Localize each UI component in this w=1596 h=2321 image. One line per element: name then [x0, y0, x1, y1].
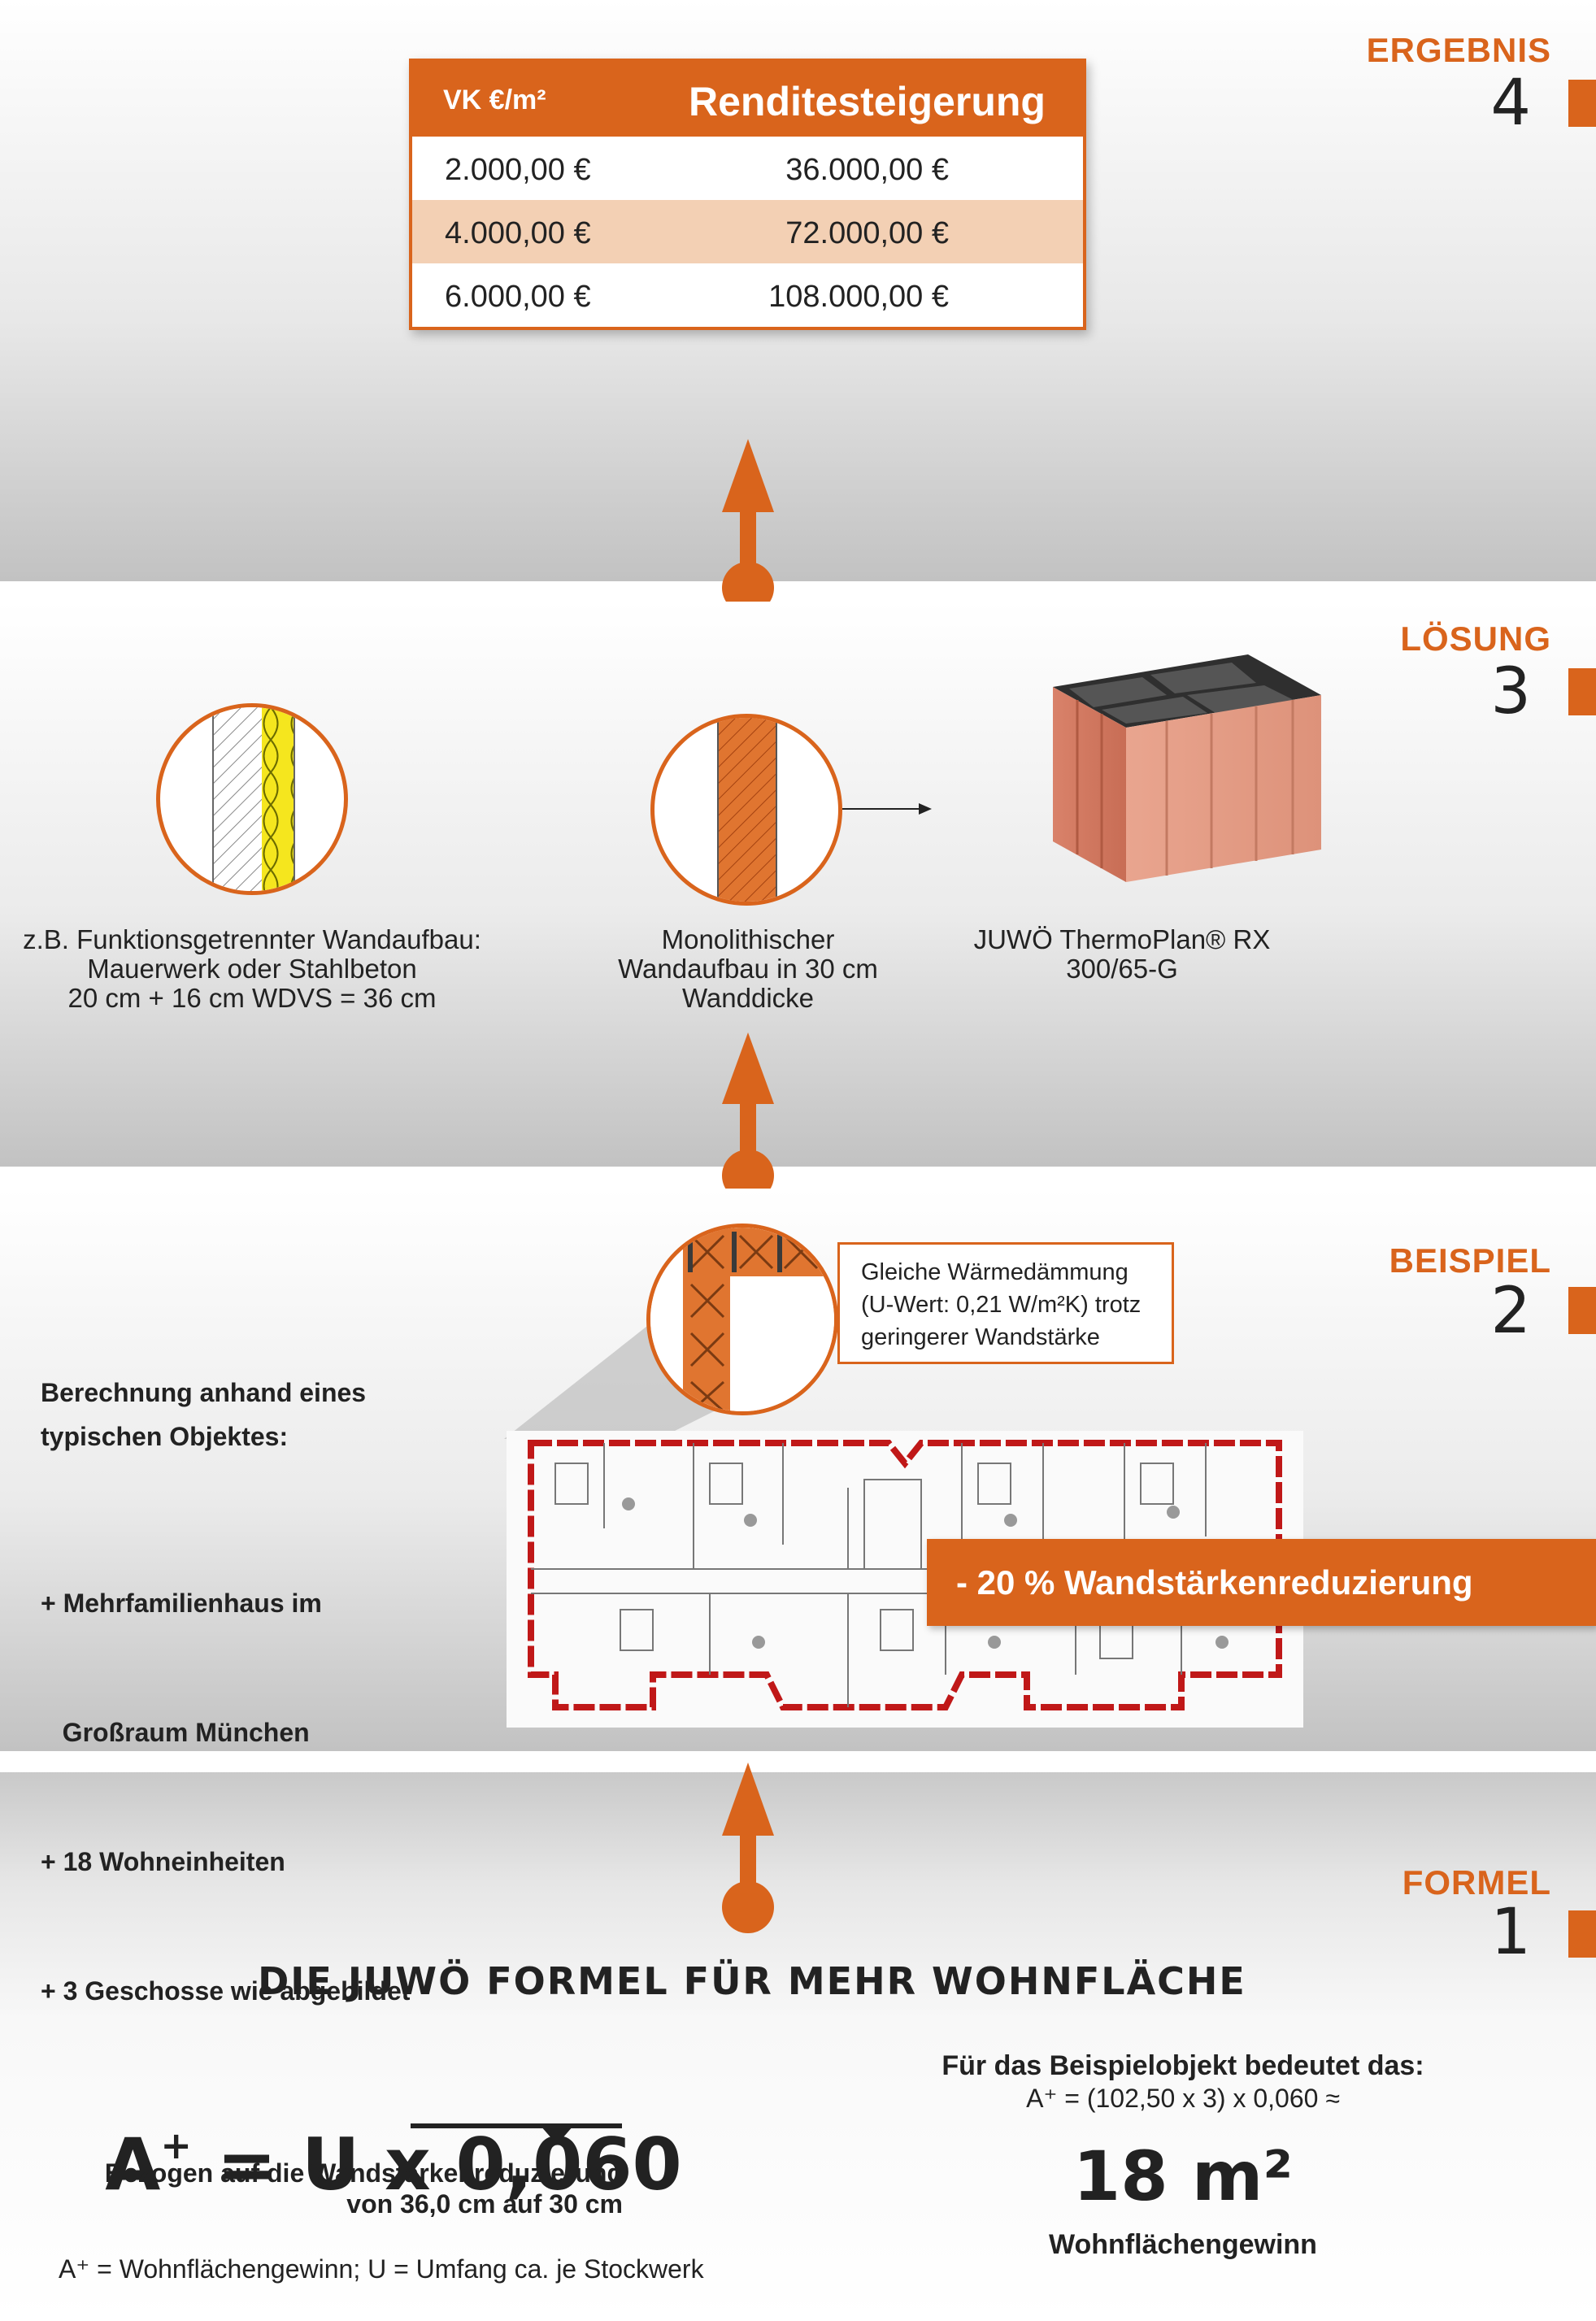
factor-pointer-icon	[411, 2123, 622, 2145]
caption-composite-wall: z.B. Funktionsgetrennter Wandaufbau: Mau…	[23, 924, 481, 1013]
formula-area-symbol: A	[105, 2123, 161, 2206]
result-table-header: VK €/m² Renditesteigerung	[412, 62, 1083, 137]
example-intro-text: Für das Beispielobjekt bedeutet das:	[942, 2050, 1424, 2081]
step-number-3: 3	[1490, 655, 1531, 728]
formula-heading: DIE JUWÖ FORMEL FÜR MEHR WOHNFLÄCHE	[258, 1959, 1246, 2003]
step-marker-3	[1568, 668, 1596, 715]
wall-section-composite-icon	[156, 703, 348, 895]
step-marker-4	[1568, 80, 1596, 127]
step-number-4: 4	[1490, 67, 1531, 140]
formula-equals: = U x	[191, 2123, 456, 2206]
example-calc: A⁺ = (102,50 x 3) x 0,060 ≈	[1026, 2084, 1340, 2113]
cell-vk: 4.000,00 €	[445, 216, 591, 250]
table-row: 2.000,00 € 36.000,00 €	[412, 137, 1083, 200]
step-label-loesung: LÖSUNG	[1400, 619, 1551, 658]
step-marker-2	[1568, 1287, 1596, 1334]
step-marker-1	[1568, 1910, 1596, 1958]
formula-legend: A⁺ = Wohnflächengewinn; U = Umfang ca. j…	[59, 2254, 704, 2284]
cell-rendite: 36.000,00 €	[785, 153, 949, 187]
example-bullets: + Mehrfamilienhaus im Großraum München +…	[41, 1589, 411, 2006]
cell-rendite: 72.000,00 €	[785, 216, 949, 250]
caption-product: JUWÖ ThermoPlan® RX 300/65-G	[973, 924, 1271, 984]
arrow-right-icon	[842, 803, 932, 815]
reduction-banner: - 20 % Wandstärkenreduzierung	[927, 1539, 1596, 1626]
callout-box: Gleiche Wärmedämmung (U-Wert: 0,21 W/m²K…	[837, 1242, 1174, 1364]
cell-rendite: 108.000,00 €	[768, 280, 949, 314]
step-number-1: 1	[1490, 1896, 1531, 1969]
step-label-beispiel: BEISPIEL	[1389, 1241, 1551, 1280]
step-label-formel: FORMEL	[1402, 1863, 1551, 1902]
cell-vk: 6.000,00 €	[445, 280, 591, 314]
step-label-ergebnis: ERGEBNIS	[1366, 31, 1551, 69]
arrow-up-icon	[722, 1762, 774, 1933]
result-table: VK €/m² Renditesteigerung 2.000,00 € 36.…	[409, 59, 1086, 330]
formula-factor: 0,060	[455, 2123, 682, 2206]
col-header-rendite: Renditesteigerung	[689, 79, 1046, 124]
cell-vk: 2.000,00 €	[445, 153, 591, 187]
brick-product-image	[1053, 654, 1321, 882]
arrow-up-icon	[722, 439, 774, 614]
result-label: Wohnflächengewinn	[1049, 2229, 1317, 2260]
formula-plus: +	[160, 2123, 192, 2167]
arrow-up-icon	[722, 1032, 774, 1202]
col-header-vk: VK €/m²	[443, 85, 546, 115]
wall-section-monolithic-icon	[650, 714, 842, 906]
caption-monolithic-wall: Monolithischer Wandaufbau in 30 cm Wandd…	[618, 924, 878, 1013]
formula: A+ = U x 0,060	[55, 2039, 682, 2206]
step-number-2: 2	[1490, 1275, 1531, 1348]
wall-detail-circle	[646, 1224, 838, 1415]
table-row: 6.000,00 € 108.000,00 €	[412, 263, 1083, 327]
example-intro: Berechnung anhand eines typischen Objekt…	[41, 1378, 367, 1451]
result-value: 18 m²	[1072, 2136, 1294, 2216]
factor-note: Bezogen auf die Wandstärkenreduzierung v…	[104, 2158, 623, 2219]
table-row: 4.000,00 € 72.000,00 €	[412, 200, 1083, 263]
